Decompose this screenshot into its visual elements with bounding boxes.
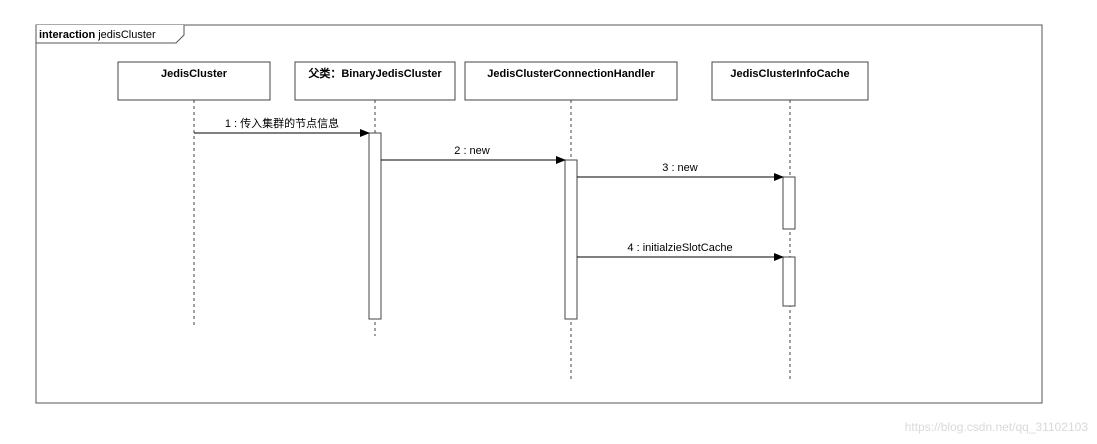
lifeline-connection-handler: JedisClusterConnectionHandler bbox=[464, 61, 678, 380]
lifeline-jedis-cluster: JedisCluster bbox=[117, 61, 271, 328]
lifeline-label-binary-jedis-cluster: 父类：BinaryJedisCluster bbox=[307, 66, 442, 80]
message-4: 4 : initialzieSlotCache bbox=[577, 242, 784, 261]
frame-keyword: interaction bbox=[39, 29, 96, 41]
lifeline-binary-jedis-cluster: 父类：BinaryJedisCluster bbox=[294, 61, 456, 336]
message-1: 1 : 传入集群的节点信息 bbox=[194, 116, 370, 137]
lifeline-head-info-cache bbox=[711, 61, 869, 101]
frame-title-tab bbox=[35, 25, 185, 44]
message-label-4: 4 : initialzieSlotCache bbox=[627, 242, 732, 254]
message-label-3: 3 : new bbox=[662, 162, 698, 174]
message-label-2: 2 : new bbox=[454, 145, 490, 157]
lifeline-label-jedis-cluster: JedisCluster bbox=[161, 68, 228, 80]
lifeline-info-cache: JedisClusterInfoCache bbox=[711, 61, 869, 380]
activation-bar-binary-jedis-cluster bbox=[368, 132, 382, 320]
lifeline-head-binary-jedis-cluster bbox=[294, 61, 456, 101]
activation-bar-connection-handler bbox=[564, 159, 578, 320]
message-label-1: 1 : 传入集群的节点信息 bbox=[225, 116, 339, 130]
lifeline-label-info-cache: JedisClusterInfoCache bbox=[730, 68, 849, 80]
watermark-text: https://blog.csdn.net/qq_31102103 bbox=[905, 420, 1089, 434]
lifeline-label-connection-handler: JedisClusterConnectionHandler bbox=[487, 68, 655, 80]
activation-bar-info-cache-2 bbox=[782, 256, 796, 307]
lifeline-head-connection-handler bbox=[464, 61, 678, 101]
activation-bar-info-cache-1 bbox=[782, 176, 796, 230]
message-2: 2 : new bbox=[381, 145, 566, 164]
message-3: 3 : new bbox=[577, 162, 784, 181]
frame-name: jedisCluster bbox=[97, 29, 156, 41]
